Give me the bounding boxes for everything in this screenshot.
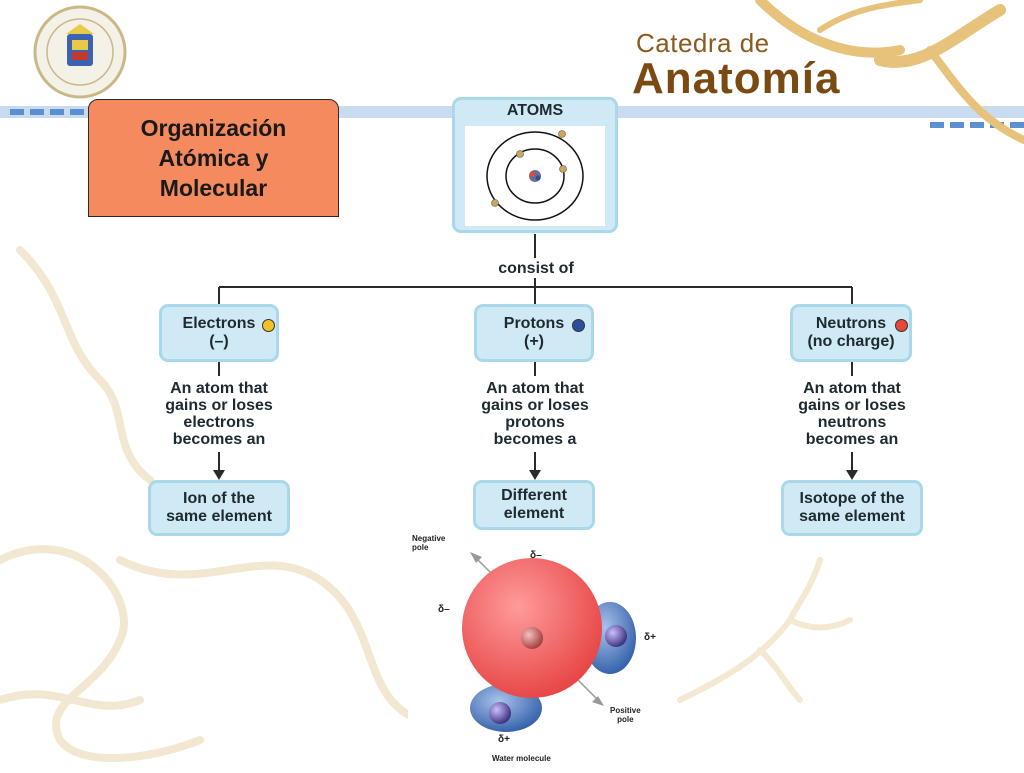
electron: [516, 150, 524, 158]
slide-title: Organización Atómica y Molecular: [140, 115, 287, 201]
protons-box: Protons (+): [474, 304, 594, 362]
brand-line-2: Anatomía: [632, 54, 841, 103]
delta-minus-left: δ–: [438, 604, 450, 615]
neuron-illustration-bottom: [677, 557, 853, 703]
water-molecule-caption: Water molecule: [492, 754, 551, 763]
atoms-label: ATOMS: [506, 102, 564, 119]
hydrogen-nucleus: [605, 625, 627, 647]
hydrogen-nucleus: [489, 702, 511, 724]
electron-dot-icon: [262, 319, 275, 332]
delta-plus-right: δ+: [644, 632, 656, 643]
oxygen-nucleus: [521, 627, 543, 649]
consist-of-label: consist of: [498, 260, 574, 277]
electrons-label: Electrons (–): [182, 315, 256, 350]
positive-pole-label: Positive pole: [610, 706, 641, 724]
delta-minus-top: δ–: [530, 550, 542, 561]
neutrons-label: Neutrons (no charge): [807, 315, 895, 350]
proton-dot-icon: [572, 319, 585, 332]
isotope-result-box: Isotope of the same element: [781, 480, 923, 536]
electron: [559, 165, 567, 173]
protons-description: An atom that gains or loses protons beco…: [481, 380, 589, 448]
atoms-box: ATOMS: [452, 97, 618, 233]
wavy-lines-left: [0, 246, 424, 763]
neuron-illustration-top: [755, 0, 1024, 144]
protons-label: Protons (+): [503, 315, 565, 350]
outer-orbit: [486, 131, 584, 221]
brand-line-1: Catedra de: [636, 28, 770, 58]
electron: [491, 199, 499, 207]
neutrons-description: An atom that gains or loses neutrons bec…: [798, 380, 906, 448]
electrons-description: An atom that gains or loses electrons be…: [165, 380, 273, 448]
neutron-dot-icon: [895, 319, 908, 332]
electrons-box: Electrons (–): [159, 304, 279, 362]
atom-model: [465, 126, 605, 226]
water-molecule-figure: Negative pole δ– δ– δ+ Positive pole δ+ …: [408, 530, 658, 768]
slide-title-box: Organización Atómica y Molecular: [88, 99, 339, 217]
negative-pole-label: Negative pole: [412, 534, 446, 552]
ion-result-box: Ion of the same element: [148, 480, 290, 536]
delta-plus-bottom: δ+: [498, 734, 510, 745]
element-result-box: Different element: [473, 480, 595, 530]
university-seal: [30, 4, 130, 100]
inner-orbit: [505, 148, 565, 204]
electron: [558, 130, 566, 138]
neutrons-box: Neutrons (no charge): [790, 304, 912, 362]
